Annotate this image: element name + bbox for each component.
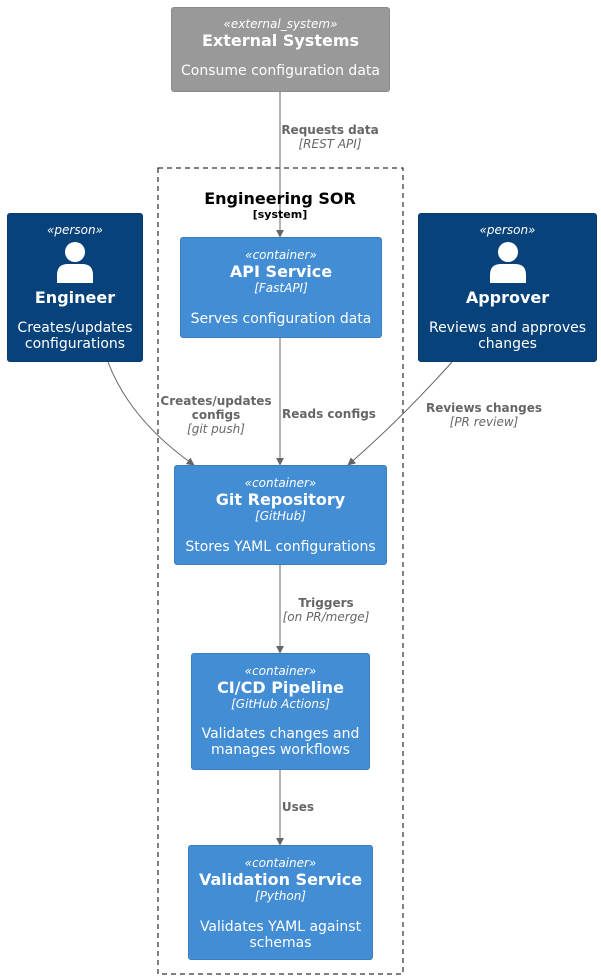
node-title: Validation Service bbox=[198, 870, 363, 889]
node-stereotype: «container» bbox=[244, 476, 317, 490]
edge-label-triggers: Triggers [on PR/merge] bbox=[268, 596, 384, 624]
node-description: Stores YAML configurations bbox=[185, 539, 376, 555]
edge-label-technology: [on PR/merge] bbox=[282, 610, 370, 624]
system-boundary bbox=[157, 167, 404, 975]
node-technology: [Python] bbox=[255, 889, 306, 903]
validation-service-node[interactable]: «container» Validation Service [Python] … bbox=[188, 845, 373, 960]
edge-label-text: Creates/updates configs bbox=[160, 394, 272, 422]
engineer-person-node[interactable]: «person» Engineer Creates/updates config… bbox=[7, 213, 143, 362]
boundary-label: Engineering SOR [system] bbox=[180, 189, 380, 222]
node-description: Validates changes and manages workflows bbox=[201, 726, 360, 758]
edge-label-requests-data: Requests data [REST API] bbox=[270, 123, 390, 151]
node-title: External Systems bbox=[201, 31, 360, 50]
boundary-title: Engineering SOR bbox=[204, 189, 356, 208]
person-icon bbox=[489, 242, 526, 283]
node-technology: [GitHub Actions] bbox=[231, 697, 330, 711]
node-title: Engineer bbox=[34, 288, 116, 307]
node-description: Serves configuration data bbox=[190, 311, 372, 327]
edge-label-reads-configs: Reads configs bbox=[274, 407, 384, 421]
external-systems-node[interactable]: «external_system» External Systems Consu… bbox=[171, 7, 390, 92]
node-technology: [GitHub] bbox=[255, 509, 306, 523]
node-stereotype: «container» bbox=[245, 248, 317, 262]
node-title: Git Repository bbox=[215, 490, 346, 509]
cicd-pipeline-node[interactable]: «container» CI/CD Pipeline [GitHub Actio… bbox=[191, 653, 370, 770]
edge-label-reviews-changes: Reviews changes [PR review] bbox=[420, 401, 548, 429]
node-stereotype: «external_system» bbox=[223, 17, 338, 31]
edge-label-technology: [PR review] bbox=[449, 415, 519, 429]
node-description: Consume configuration data bbox=[181, 63, 380, 79]
edge-reviews-changes bbox=[347, 361, 453, 466]
edge-label-creates-configs: Creates/updates configs [git push] bbox=[156, 394, 276, 436]
boundary-subtitle: [system] bbox=[252, 208, 308, 221]
edge-label-technology: [git push] bbox=[187, 422, 245, 436]
node-stereotype: «container» bbox=[244, 664, 317, 678]
edge-label-text: Requests data bbox=[281, 123, 379, 137]
edge-label-text: Uses bbox=[281, 800, 315, 814]
edge-label-text: Reviews changes bbox=[425, 401, 543, 415]
node-description: Reviews and approves changes bbox=[428, 320, 587, 352]
edge-label-technology: [REST API] bbox=[298, 137, 362, 151]
node-description: Validates YAML against schemas bbox=[199, 919, 362, 951]
node-stereotype: «container» bbox=[244, 856, 317, 870]
edge-label-text: Triggers bbox=[298, 596, 354, 610]
edge-label-uses: Uses bbox=[276, 800, 320, 814]
edge-label-text: Reads configs bbox=[282, 407, 376, 421]
node-stereotype: «person» bbox=[479, 223, 536, 237]
approver-person-node[interactable]: «person» Approver Reviews and approves c… bbox=[418, 213, 597, 362]
git-repository-node[interactable]: «container» Git Repository [GitHub] Stor… bbox=[174, 465, 387, 565]
node-description: Creates/updates configurations bbox=[17, 320, 133, 352]
node-technology: [FastAPI] bbox=[254, 281, 308, 295]
node-title: CI/CD Pipeline bbox=[217, 678, 344, 697]
node-stereotype: «person» bbox=[47, 223, 103, 237]
api-service-node[interactable]: «container» API Service [FastAPI] Serves… bbox=[180, 237, 382, 338]
edge-creates-configs bbox=[107, 361, 195, 466]
node-title: API Service bbox=[229, 262, 333, 281]
person-icon bbox=[57, 242, 93, 283]
node-title: Approver bbox=[465, 288, 550, 307]
